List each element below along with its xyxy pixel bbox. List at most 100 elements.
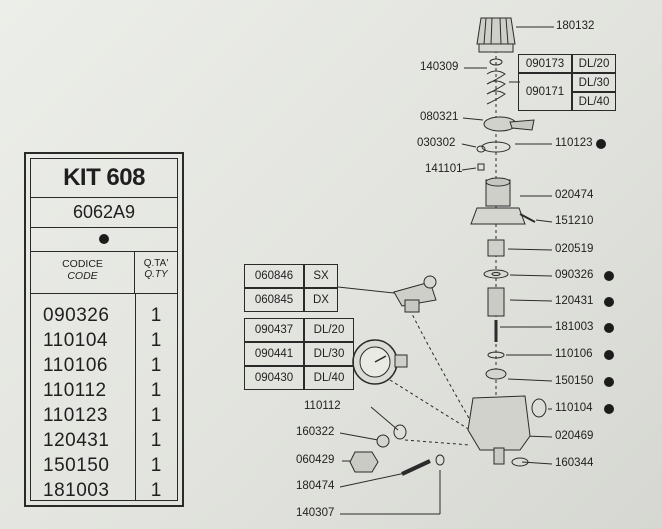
part-label: 180474 [296,480,335,492]
qty-header-it: Q.TA' [143,258,169,269]
spring-code: 090171 [525,86,565,98]
kit-header: CODICE CODE Q.TA' Q.TY [31,251,177,294]
part-label: 110123 [555,137,593,149]
item-qty: 1 [150,479,162,501]
item-qty: 1 [150,454,162,476]
kit-part-icon [604,350,614,360]
code-header-en: CODE [67,270,98,282]
item-code: 181003 [43,479,110,501]
item-code: 150150 [43,454,110,476]
kit-table-inner: KIT 608 6062A9 CODICE CODE Q.TA' Q.TY 09… [30,158,178,501]
kit-part-icon [604,404,614,414]
gauge-model: DL/20 [313,324,345,336]
kit-table: KIT 608 6062A9 CODICE CODE Q.TA' Q.TY 09… [24,152,184,507]
spring-row-cell [572,92,616,111]
part-label: 090326 [555,269,594,281]
kit-part-icon [604,377,614,387]
part-label: 020469 [555,430,594,442]
part-label: 060429 [296,454,335,466]
part-label: 120431 [555,295,594,307]
spring-row-cell [572,73,616,92]
part-label: 180132 [556,20,595,32]
kit-item-row: 110123 1 [31,403,177,428]
gauge-cell [304,342,354,366]
kit-item-row: 150150 1 [31,453,177,478]
part-label: 110106 [555,348,593,360]
kit-subtitle: 6062A9 [31,197,177,228]
spring-code: 090173 [525,57,565,70]
spring-row-cell [572,54,616,73]
part-label: 020519 [555,243,594,255]
spring-model: DL/40 [578,95,610,108]
code-header-it: CODICE [62,258,103,270]
valve-code: 060846 [254,270,294,282]
gauge-model: DL/40 [313,372,345,384]
kit-part-icon [604,271,614,281]
gauge-code: 090437 [254,324,294,336]
item-qty: 1 [150,354,162,376]
part-label: 160322 [296,426,335,438]
gauge-model: DL/30 [313,348,345,360]
valve-side: DX [313,294,329,306]
gauge-cell [244,342,304,366]
valve-cell [304,264,338,288]
kit-part-icon [596,139,606,149]
gauge-cell [244,366,304,390]
part-label: 030302 [417,137,456,149]
part-label: 160344 [555,457,594,469]
kit-title: KIT 608 [31,159,177,198]
part-label: 151210 [555,215,594,227]
item-code: 110123 [43,404,108,426]
item-qty: 1 [150,429,162,451]
kit-item-row: 120431 1 [31,428,177,453]
item-code: 090326 [43,304,110,326]
part-label: 141101 [425,163,463,175]
part-label: 080321 [420,111,459,123]
part-label: 140309 [420,61,459,73]
gauge-code: 090441 [254,348,294,360]
part-label: 150150 [555,375,594,387]
spring-row-cell [518,73,572,111]
part-label: 140307 [296,507,335,519]
valve-cell [244,288,304,312]
gauge-cell [304,318,354,342]
gauge-cell [304,366,354,390]
valve-side: SX [313,270,329,282]
code-header: CODICE CODE [31,251,135,293]
part-label: 181003 [555,321,594,333]
kit-bullet-icon [99,234,109,244]
valve-code: 060845 [254,294,294,306]
kit-item-row: 110112 1 [31,378,177,403]
part-label: 110104 [555,402,593,414]
item-code: 110112 [43,379,107,401]
item-qty: 1 [150,379,162,401]
part-label: 110112 [304,400,341,412]
kit-part-icon [604,297,614,307]
item-code: 110104 [43,329,108,351]
spring-model: DL/30 [578,76,610,89]
gauge-cell [244,318,304,342]
gauge-code: 090430 [254,372,294,384]
kit-item-row: 181003 1 [31,478,177,503]
qty-header: Q.TA' Q.TY [135,251,177,293]
valve-cell [304,288,338,312]
item-qty: 1 [150,329,162,351]
kit-part-icon [604,323,614,333]
kit-item-row: 110106 1 [31,353,177,378]
item-qty: 1 [150,304,162,326]
item-qty: 1 [150,404,162,426]
qty-header-en: Q.TY [144,269,168,280]
part-label: 020474 [555,189,594,201]
kit-marker-row [31,227,177,252]
kit-item-row: 090326 1 [31,303,177,328]
valve-cell [244,264,304,288]
spring-row-cell [518,54,572,73]
item-code: 110106 [43,354,108,376]
spring-model: DL/20 [578,57,610,70]
kit-column-divider [135,293,136,500]
kit-item-row: 110104 1 [31,328,177,353]
item-code: 120431 [43,429,110,451]
